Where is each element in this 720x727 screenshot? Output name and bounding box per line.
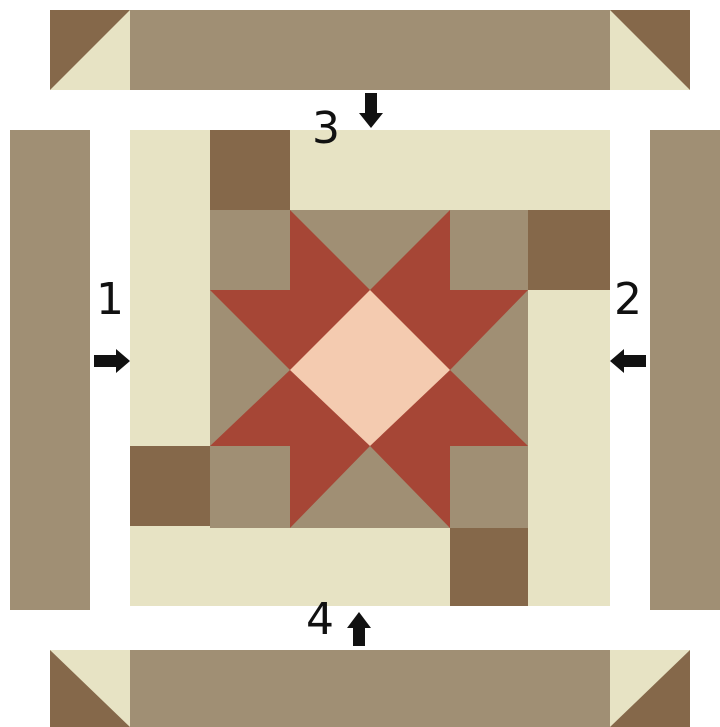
center-block [130, 130, 610, 606]
left-border-strip [10, 130, 90, 610]
arrow-up-icon [347, 612, 371, 646]
step-label-4: 4 [306, 594, 334, 645]
step-label-1: 1 [96, 274, 124, 325]
right-border-strip [650, 130, 720, 610]
step-label-3: 3 [312, 103, 340, 154]
arrow-left-icon [610, 349, 646, 373]
arrow-down-icon [359, 93, 383, 128]
top-border-body [130, 10, 610, 90]
step-label-2: 2 [614, 274, 642, 325]
arrow-right-icon [94, 349, 130, 373]
bottom-border-body [130, 650, 610, 727]
bottom-border-strip [50, 650, 690, 727]
top-border-strip [50, 10, 690, 90]
